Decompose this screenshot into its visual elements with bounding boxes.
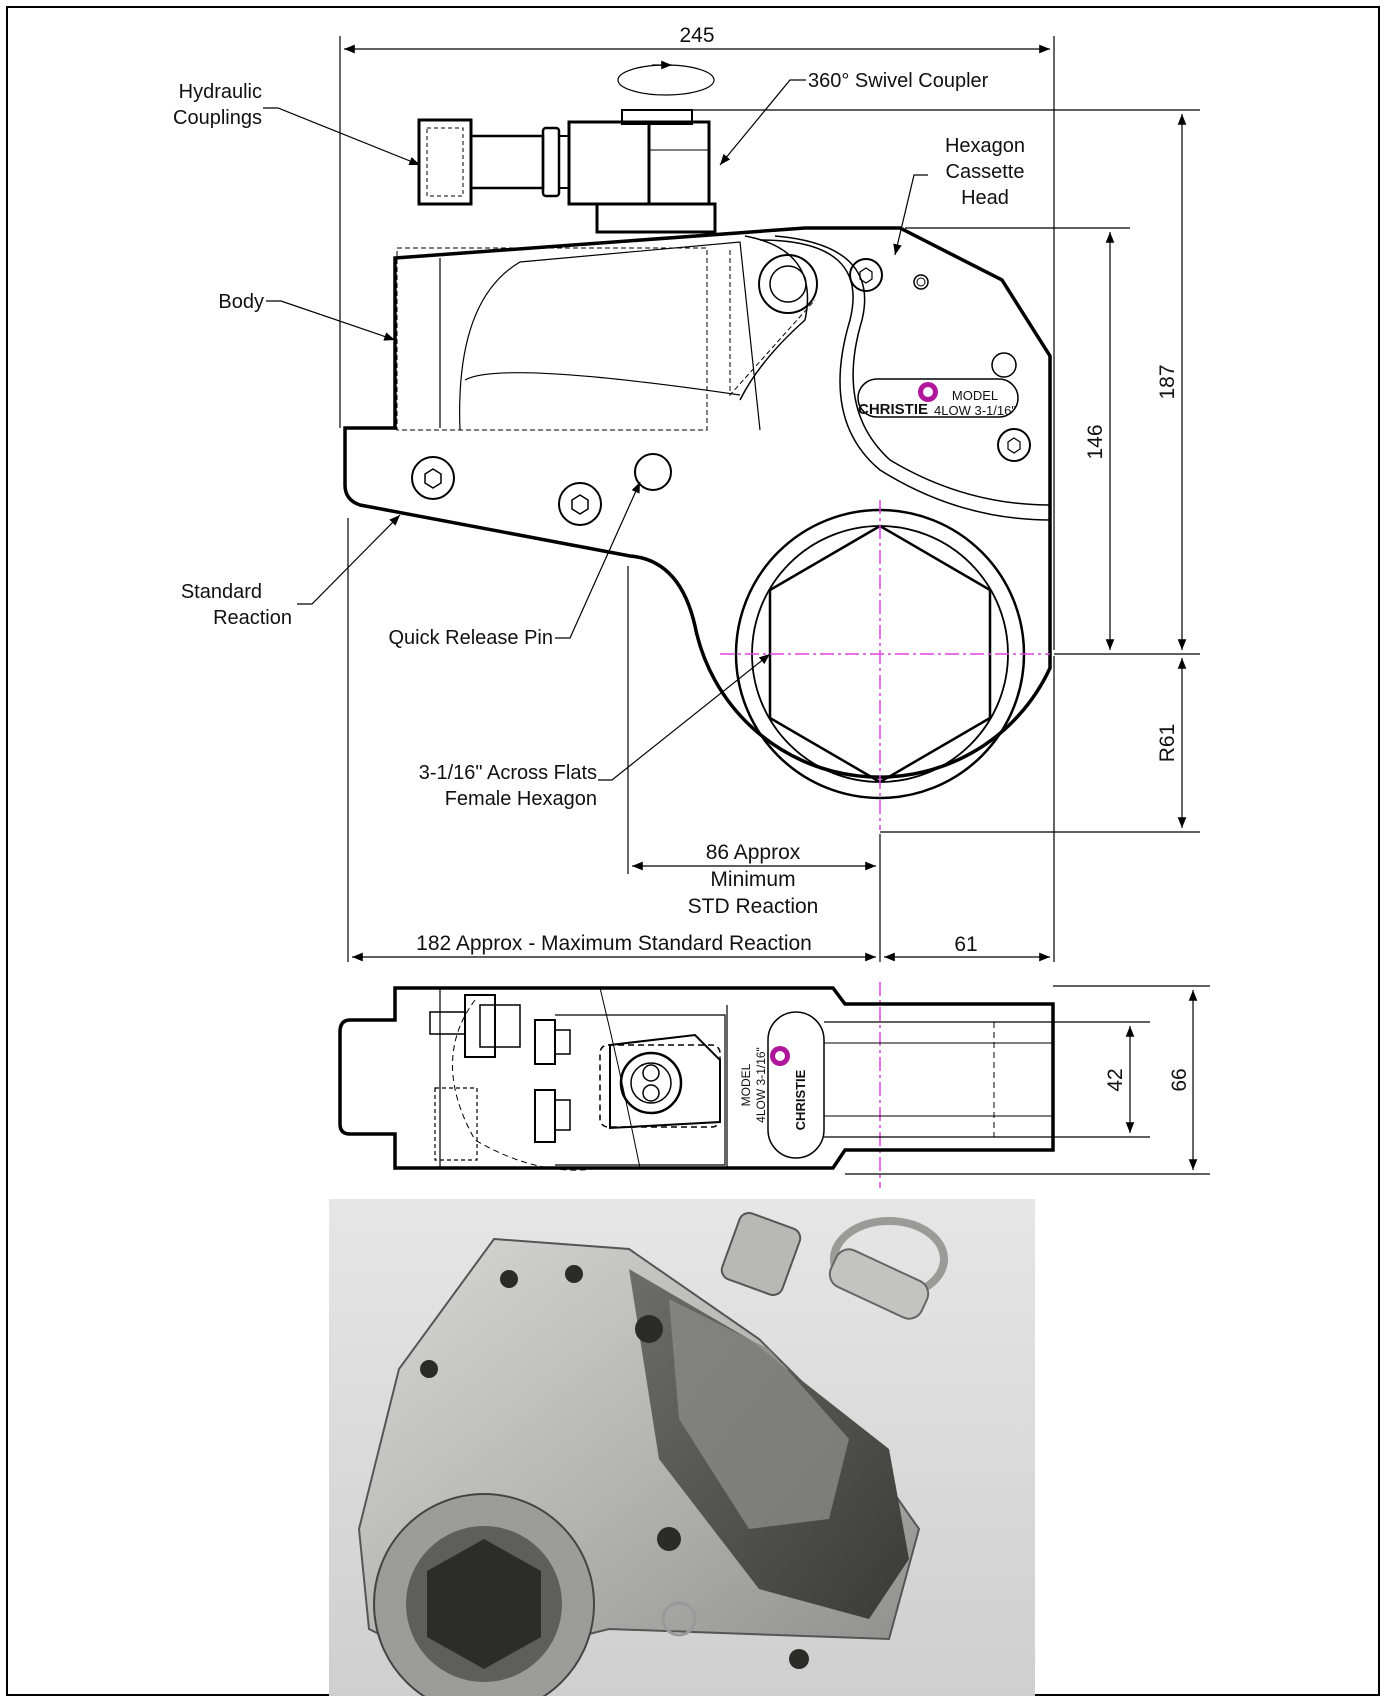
label-quick-release-pin: Quick Release Pin bbox=[388, 627, 553, 649]
top-nameplate-model-number: 4LOW 3-1/16" bbox=[754, 1047, 768, 1123]
dim-max-reaction: 182 Approx - Maximum Standard Reaction bbox=[416, 932, 812, 955]
dim-inner-width: 42 bbox=[1104, 1068, 1127, 1091]
centerlines bbox=[720, 500, 1050, 1188]
dim-head-height: 146 bbox=[1084, 424, 1107, 459]
product-photo bbox=[329, 1199, 1035, 1696]
label-swivel-coupler: 360° Swivel Coupler bbox=[808, 70, 989, 92]
nameplate-model-number: 4LOW 3-1/16" bbox=[934, 403, 1016, 418]
hydraulic-coupling-drawing bbox=[417, 109, 717, 234]
top-view-outline bbox=[338, 986, 1055, 1170]
side-view bbox=[343, 109, 1052, 800]
dim-overall-width: 245 bbox=[679, 24, 714, 47]
dimension-lines bbox=[339, 36, 1200, 962]
label-hydraulic-couplings-2: Couplings bbox=[173, 107, 262, 129]
top-nameplate-brand: CHRISTIE bbox=[793, 1069, 808, 1130]
dim-center-offset: 61 bbox=[954, 933, 977, 956]
label-standard-reaction-2: Reaction bbox=[213, 607, 292, 629]
dim-overall-thickness: 66 bbox=[1168, 1068, 1191, 1091]
product-photo-illustration bbox=[329, 1199, 1035, 1696]
dim-overall-height: 187 bbox=[1156, 364, 1179, 399]
label-hexagon-cassette-2: Cassette bbox=[946, 161, 1025, 183]
label-female-hexagon-1: 3-1/16" Across Flats bbox=[419, 762, 597, 784]
dim-min-reaction-2: Minimum bbox=[710, 868, 795, 891]
tool-body-outline bbox=[343, 226, 1052, 779]
dim-radius: R61 bbox=[1156, 724, 1179, 763]
nameplate-model-label: MODEL bbox=[952, 388, 998, 403]
top-view bbox=[338, 986, 1055, 1171]
top-nameplate-model-label: MODEL bbox=[739, 1063, 753, 1106]
label-hydraulic-couplings-1: Hydraulic bbox=[179, 81, 262, 103]
dim-min-reaction-1: 86 Approx bbox=[706, 841, 801, 864]
top-view-dimensions bbox=[845, 985, 1210, 1175]
label-body: Body bbox=[218, 291, 264, 313]
label-hexagon-cassette-1: Hexagon bbox=[945, 135, 1025, 157]
nameplate-brand: CHRISTIE bbox=[858, 401, 928, 418]
dim-min-reaction-3: STD Reaction bbox=[688, 895, 819, 918]
label-female-hexagon-2: Female Hexagon bbox=[445, 788, 597, 810]
label-hexagon-cassette-3: Head bbox=[961, 187, 1009, 209]
label-standard-reaction-1: Standard bbox=[181, 581, 262, 603]
leader-lines bbox=[263, 79, 928, 781]
nameplate-outline bbox=[857, 378, 1019, 418]
